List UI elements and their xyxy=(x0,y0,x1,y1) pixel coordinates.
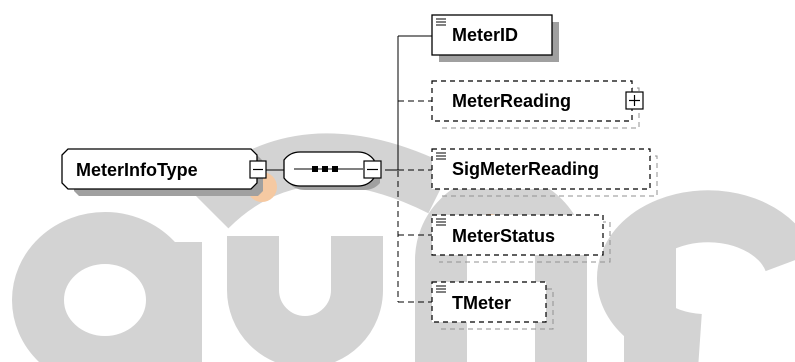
documentation-icon xyxy=(436,285,446,293)
element-tmeter-label: TMeter xyxy=(452,293,511,313)
root-node[interactable]: MeterInfoType xyxy=(61,148,263,196)
sequence-collapse-toggle[interactable] xyxy=(363,160,382,179)
sequence-compositor[interactable] xyxy=(283,151,380,190)
element-tmeter[interactable]: TMeter xyxy=(431,281,554,330)
documentation-icon xyxy=(436,18,446,26)
meterreading-expand-toggle[interactable] xyxy=(625,91,644,110)
root-node-label: MeterInfoType xyxy=(76,160,198,180)
root-collapse-toggle[interactable] xyxy=(249,160,267,179)
element-meterreading-label: MeterReading xyxy=(452,91,571,111)
element-meterid[interactable]: MeterID xyxy=(431,14,559,62)
element-meterstatus[interactable]: MeterStatus xyxy=(431,214,611,263)
element-meterreading[interactable]: MeterReading xyxy=(431,80,640,129)
watermark-glyph-u xyxy=(227,236,383,362)
element-meterstatus-label: MeterStatus xyxy=(452,226,555,246)
documentation-icon xyxy=(436,152,446,160)
element-sigmeterreading-label: SigMeterReading xyxy=(452,159,599,179)
documentation-icon xyxy=(436,218,446,226)
element-sigmeterreading[interactable]: SigMeterReading xyxy=(431,148,658,197)
element-meterid-label: MeterID xyxy=(452,25,518,45)
